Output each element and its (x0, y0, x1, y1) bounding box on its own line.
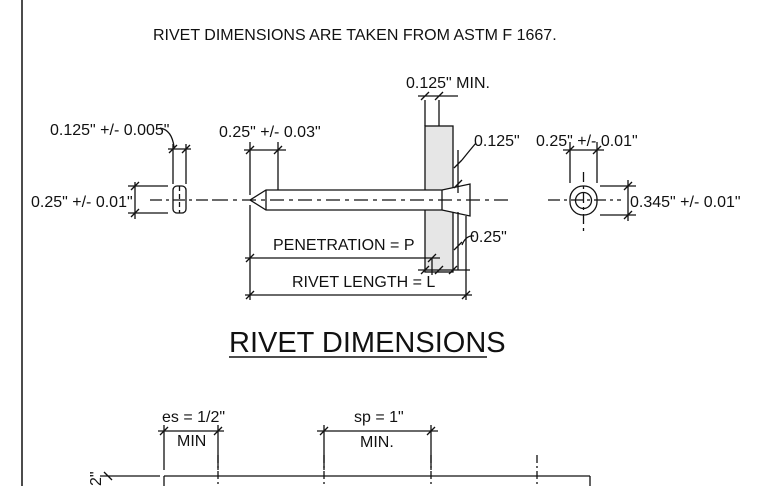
rivet-dimension-lines (244, 91, 477, 300)
general-note: RIVET DIMENSIONS ARE TAKEN FROM ASTM F 1… (153, 27, 557, 44)
edge-spacing-label: es = 1/2" (162, 409, 225, 426)
head-height-label: 0.125" (474, 133, 520, 150)
head-offset-label: 0.25" (470, 229, 507, 246)
penetration-label: PENETRATION = P (273, 237, 415, 254)
spacing-note: MIN. (360, 434, 394, 451)
rivet-length-label: RIVET LENGTH = L (292, 274, 435, 291)
rivet-head-side-view (128, 127, 214, 219)
spacing-label: sp = 1" (354, 409, 404, 426)
edge-spacing-note: MIN (177, 433, 206, 450)
head-thickness-label: 0.125" +/- 0.005" (50, 122, 169, 139)
rivet-end-view (548, 142, 636, 232)
left-partial-label: 2" (88, 471, 105, 486)
plate-min-label: 0.125" MIN. (406, 75, 490, 92)
head-diameter-side-label: 0.25" +/- 0.01" (31, 194, 133, 211)
spacing-detail (100, 425, 591, 486)
section-title: RIVET DIMENSIONS (229, 327, 506, 359)
point-length-label: 0.25" +/- 0.03" (219, 124, 321, 141)
end-view-width-label: 0.25" +/- 0.01" (536, 133, 638, 150)
end-view-height-label: 0.345" +/- 0.01" (630, 194, 741, 211)
